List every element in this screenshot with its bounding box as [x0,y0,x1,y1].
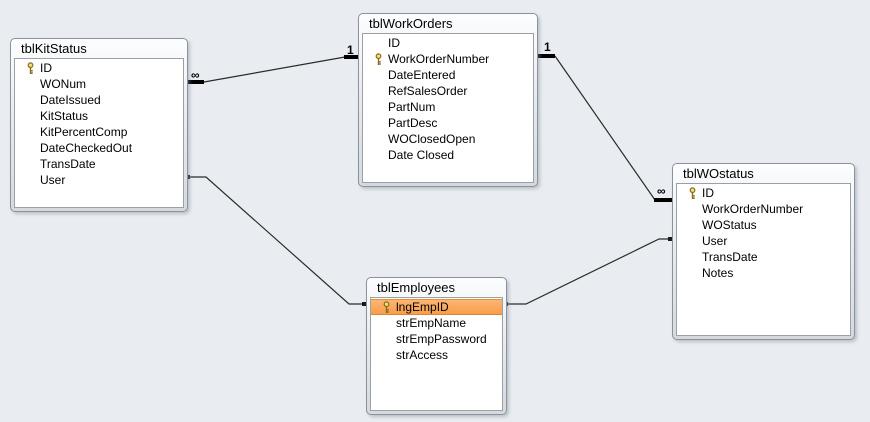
table-tblkitstatus[interactable]: tblKitStatus ID WONum DateIssued KitStat… [10,38,188,212]
field-name: ID [388,36,400,50]
table-field-list: ID WONum DateIssued KitStatus KitPercent… [14,58,184,208]
table-title[interactable]: tblKitStatus [21,41,87,56]
field-row[interactable]: User [15,172,183,188]
cardinality-one-label: 1 [347,43,354,57]
table-field-list: lngEmpID strEmpName strEmpPassword strAc… [370,297,503,411]
field-name: strAccess [396,348,449,362]
field-name: ID [40,61,52,75]
field-name: User [40,173,66,187]
field-row[interactable]: Date Closed [363,147,533,163]
field-row[interactable]: WOClosedOpen [363,131,533,147]
field-name: TransDate [40,157,96,171]
field-row[interactable]: DateCheckedOut [15,140,183,156]
field-row[interactable]: ID [677,185,850,201]
field-name: Date Closed [388,148,455,162]
table-tblworkorders[interactable]: tblWorkOrders ID WorkOrderNumber DateEnt… [358,13,538,187]
field-name: lngEmpID [396,300,449,314]
table-field-list: ID WorkOrderNumber WOStatus User TransDa… [676,183,851,336]
field-row[interactable]: WorkOrderNumber [363,51,533,67]
field-row[interactable]: PartDesc [363,115,533,131]
field-name: DateIssued [40,93,101,107]
field-row[interactable]: RefSalesOrder [363,83,533,99]
cardinality-many-label: ∞ [657,184,666,198]
table-field-list: ID WorkOrderNumber DateEntered RefSalesO… [362,33,534,183]
relationship-line-employees-wostatus[interactable] [504,237,672,306]
table-title[interactable]: tblWOstatus [683,166,754,181]
field-name: WOStatus [702,218,757,232]
field-name: WOClosedOpen [388,132,476,146]
field-row[interactable]: ID [15,60,183,76]
primary-key-icon [684,186,700,199]
field-row[interactable]: WONum [15,76,183,92]
relationship-line-workorders-wostatus[interactable] [538,54,672,202]
field-row[interactable]: strEmpPassword [371,331,502,347]
field-row[interactable]: WorkOrderNumber [677,201,850,217]
primary-key-icon [370,52,386,65]
field-row[interactable]: strEmpName [371,315,502,331]
field-row[interactable]: User [677,233,850,249]
field-row[interactable]: TransDate [15,156,183,172]
field-name: ID [702,186,714,200]
primary-key-icon [22,61,38,74]
field-row[interactable]: Notes [677,265,850,281]
relationship-line-kitstatus-employees[interactable] [186,175,366,306]
table-tblemployees[interactable]: tblEmployees lngEmpID strEmpName strEmpP… [366,277,507,415]
cardinality-one-label: 1 [544,40,551,54]
field-name: RefSalesOrder [388,84,468,98]
field-name: strEmpPassword [396,332,487,346]
table-tblwostatus[interactable]: tblWOstatus ID WorkOrderNumber WOStatus … [672,163,855,340]
field-name: DateCheckedOut [40,141,133,155]
field-row[interactable]: DateEntered [363,67,533,83]
field-name: Notes [702,266,734,280]
primary-key-icon [378,300,394,313]
table-title[interactable]: tblWorkOrders [369,16,453,31]
field-name: TransDate [702,250,758,264]
field-row[interactable]: KitPercentComp [15,124,183,140]
field-row[interactable]: ID [363,35,533,51]
field-row[interactable]: TransDate [677,249,850,265]
field-name: PartNum [388,100,436,114]
field-name: User [702,234,728,248]
field-row[interactable]: DateIssued [15,92,183,108]
field-row[interactable]: WOStatus [677,217,850,233]
field-name: WorkOrderNumber [702,202,804,216]
cardinality-many-label: ∞ [191,68,200,82]
field-row[interactable]: KitStatus [15,108,183,124]
field-name: WONum [40,77,86,91]
field-name: KitStatus [40,109,89,123]
field-row-selected[interactable]: lngEmpID [371,299,502,315]
field-name: strEmpName [396,316,467,330]
field-name: PartDesc [388,116,438,130]
field-row[interactable]: PartNum [363,99,533,115]
field-name: KitPercentComp [40,125,128,139]
field-row[interactable]: strAccess [371,347,502,363]
table-title[interactable]: tblEmployees [377,280,456,295]
field-name: WorkOrderNumber [388,52,490,66]
relationship-line-kitstatus-workorders[interactable] [188,55,358,84]
field-name: DateEntered [388,68,456,82]
